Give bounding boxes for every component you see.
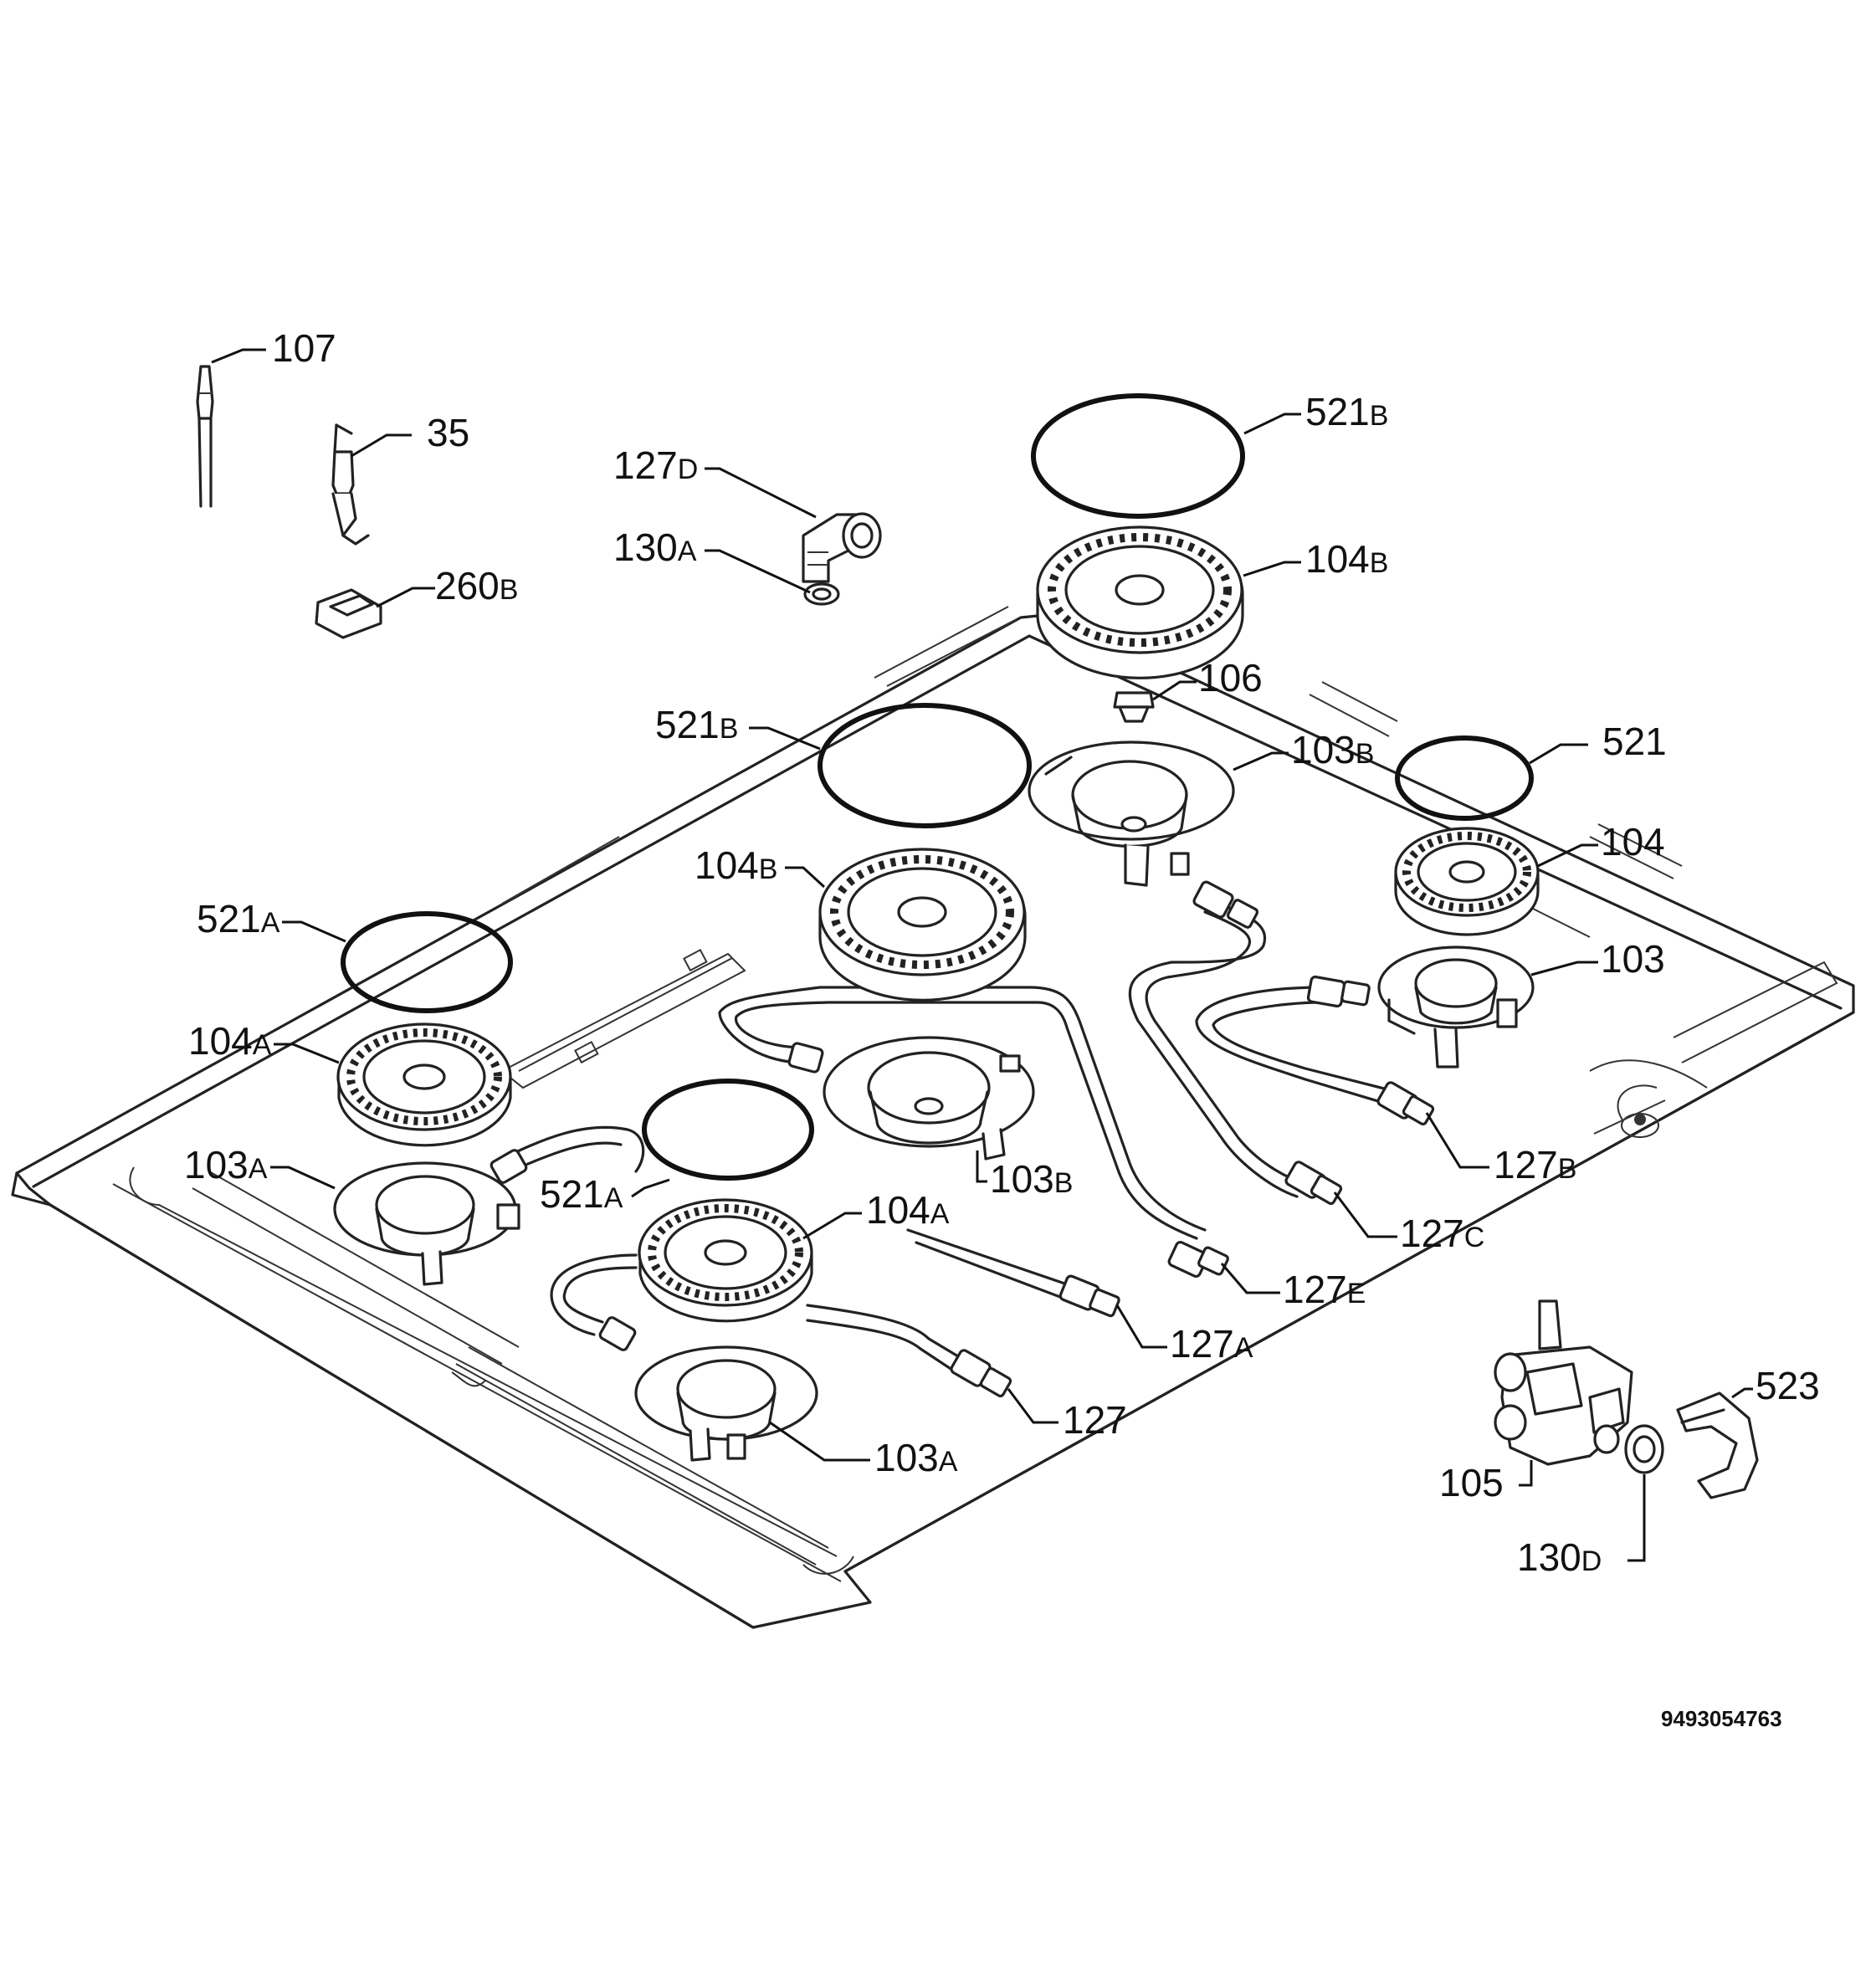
gaskets (341, 393, 1534, 1181)
label-35: 35 (427, 411, 469, 454)
electrode-35 (331, 423, 370, 546)
label-521: 521 (1602, 720, 1667, 763)
label-260b: 260B (435, 564, 518, 607)
gasket-521a-center (642, 1079, 814, 1181)
gasket-521b-mid (818, 703, 1032, 828)
burner-bases (333, 741, 1535, 1462)
clip-523 (1676, 1391, 1759, 1499)
label-521b-mid: 521B (655, 703, 738, 746)
gas-valve-105 (1494, 1299, 1633, 1466)
label-130d: 130D (1517, 1535, 1602, 1579)
burner-base-103b-top (1028, 741, 1235, 887)
label-127e: 127E (1283, 1268, 1366, 1311)
label-103a-center: 103A (874, 1436, 958, 1479)
thermocouple-107 (196, 365, 214, 508)
injector-106 (1113, 691, 1155, 723)
gas-pipes (490, 880, 1435, 1398)
burner-base-103 (1377, 946, 1535, 1068)
label-127: 127 (1063, 1398, 1127, 1442)
document-id: 9493054763 (1661, 1706, 1782, 1731)
washer-130d (1624, 1424, 1664, 1474)
burner-crowns (336, 525, 1540, 1323)
gasket-521a-left (341, 911, 513, 1013)
label-104a-center: 104A (866, 1188, 950, 1232)
burner-base-103b-mid (823, 1036, 1035, 1161)
label-521a-left: 521A (197, 897, 280, 940)
label-103b-mid: 103B (990, 1157, 1073, 1201)
label-130a: 130A (613, 525, 697, 569)
burner-base-103a-center (634, 1345, 818, 1462)
label-103: 103 (1601, 937, 1665, 981)
leader-lines (211, 348, 1753, 1562)
pipe-fittings (490, 880, 1435, 1398)
label-104: 104 (1601, 820, 1665, 864)
washer-130a (803, 582, 840, 606)
burner-crown-104b-top (1036, 525, 1244, 679)
gasket-521 (1395, 735, 1534, 821)
plate-slots (500, 606, 1683, 1089)
label-104b-top: 104B (1305, 537, 1388, 581)
label-106: 106 (1198, 656, 1263, 700)
burner-crown-104b-mid (818, 848, 1027, 1002)
part-labels: 107 35 260B 127D 130A 521B 104B 106 521B… (184, 326, 1820, 1579)
burner-crown-104a-left (336, 1022, 512, 1147)
burner-crown-104a-center (638, 1198, 813, 1323)
burner-base-103a-left (333, 1161, 520, 1286)
elbow-127d (802, 512, 882, 583)
label-127a: 127A (1170, 1322, 1253, 1366)
label-521a-center: 521A (540, 1172, 623, 1216)
burner-crown-104 (1394, 827, 1540, 936)
label-521b-top: 521B (1305, 390, 1388, 433)
label-127c: 127C (1400, 1212, 1484, 1255)
label-127b: 127B (1494, 1143, 1576, 1186)
gasket-521b-top (1031, 393, 1245, 519)
label-523: 523 (1756, 1364, 1820, 1407)
label-103b-top: 103B (1291, 728, 1374, 771)
label-107: 107 (272, 326, 336, 370)
label-127d: 127D (613, 443, 698, 487)
label-104b-mid: 104B (695, 843, 777, 887)
label-105: 105 (1439, 1461, 1504, 1504)
clip-260b (315, 588, 382, 639)
label-104a-left: 104A (188, 1019, 272, 1063)
label-103a-left: 103A (184, 1143, 268, 1186)
